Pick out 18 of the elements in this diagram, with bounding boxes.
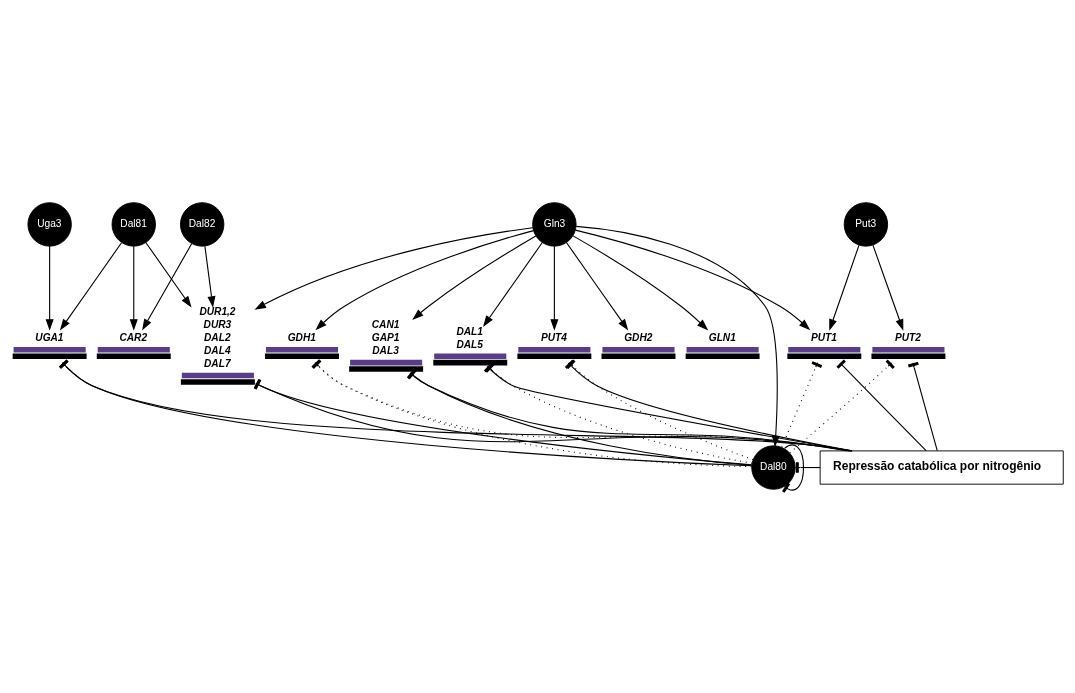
node-label: DAL4 (204, 345, 231, 357)
node-label: GDH2 (624, 332, 653, 344)
node-label: PUT2 (895, 332, 921, 344)
node-label: GAP1 (371, 332, 400, 344)
node-label: CAR2 (119, 332, 148, 344)
node-label: GLN1 (708, 332, 736, 344)
node-label: DUR3 (203, 319, 232, 331)
node-label: DAL5 (456, 338, 483, 350)
node-label: DAL3 (372, 345, 399, 357)
node-label: UGA1 (35, 332, 64, 344)
node-label: DAL2 (204, 332, 231, 344)
node-label: CAN1 (371, 319, 400, 331)
node-label: GDH1 (287, 332, 316, 344)
node-label: PUT4 (540, 332, 567, 344)
node-label: DUR1,2 (199, 306, 236, 318)
node-label: DAL7 (204, 358, 231, 370)
node-label: DAL1 (456, 325, 483, 337)
node-label: PUT1 (810, 332, 837, 344)
